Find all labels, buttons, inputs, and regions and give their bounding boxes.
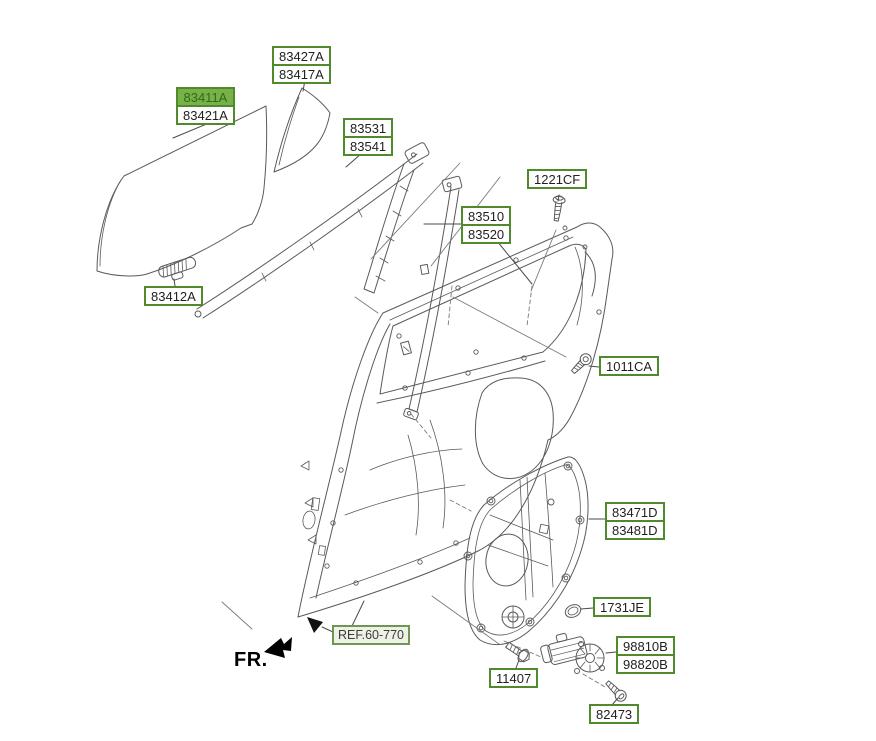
part-label-83411A-83421A[interactable]: 83411A 83421A <box>176 87 235 125</box>
module-plate-drawing <box>463 456 589 646</box>
part-code: 83541 <box>345 136 392 154</box>
part-code: 83481D <box>607 520 663 538</box>
part-code: 83427A <box>279 49 324 64</box>
part-label-83471D-83481D[interactable]: 83471D 83481D <box>605 502 665 540</box>
ref-arrowhead <box>307 617 323 633</box>
screw-1011ca-drawing <box>571 353 592 374</box>
part-code: 11407 <box>496 671 532 686</box>
grommet-drawing <box>564 604 582 618</box>
motor-drawing <box>540 632 605 674</box>
part-code: 82473 <box>596 707 633 722</box>
part-label-98810B-98820B[interactable]: 98810B 98820B <box>616 636 675 674</box>
part-code: 83421A <box>178 105 233 123</box>
part-code: 1011CA <box>606 359 653 374</box>
part-label-82473[interactable]: 82473 <box>589 704 640 724</box>
projection-lines <box>221 162 606 688</box>
door-glass-drawing <box>96 105 268 277</box>
part-code: 83471D <box>612 505 658 520</box>
part-label-83510-83520[interactable]: 83510 83520 <box>461 206 512 244</box>
glass-clip-drawing <box>158 256 197 281</box>
part-code: 98810B <box>623 639 668 654</box>
part-label-83412A[interactable]: 83412A <box>144 286 203 306</box>
ref-label[interactable]: REF.60-770 <box>332 625 411 645</box>
part-label-11407[interactable]: 11407 <box>489 668 539 688</box>
vent-glass-drawing <box>273 87 331 173</box>
part-label-83531-83541[interactable]: 83531 83541 <box>343 118 394 156</box>
part-code: 83417A <box>274 64 329 82</box>
screw-1221cf-drawing <box>552 195 566 222</box>
part-code: 83531 <box>350 121 387 136</box>
fr-arrow-icon <box>264 637 292 658</box>
part-code: 98820B <box>618 654 673 672</box>
part-code: 83520 <box>463 224 510 242</box>
front-direction-label: FR. <box>234 649 268 671</box>
part-code: 1221CF <box>534 172 581 187</box>
part-label-83427A-83417A[interactable]: 83427A 83417A <box>272 46 331 84</box>
part-label-1731JE[interactable]: 1731JE <box>593 597 652 617</box>
part-label-1011CA[interactable]: 1011CA <box>599 356 660 376</box>
door-panel-drawing <box>297 222 614 618</box>
part-code: 1731JE <box>600 600 645 615</box>
part-code: 83412A <box>151 289 196 304</box>
bolt-11407-drawing <box>505 641 530 663</box>
leader-lines <box>172 79 619 706</box>
part-label-1221CF[interactable]: 1221CF <box>527 169 588 189</box>
part-code-highlighted: 83411A <box>178 89 233 105</box>
part-code: 83510 <box>468 209 505 224</box>
glass-run-drawing <box>194 142 430 319</box>
